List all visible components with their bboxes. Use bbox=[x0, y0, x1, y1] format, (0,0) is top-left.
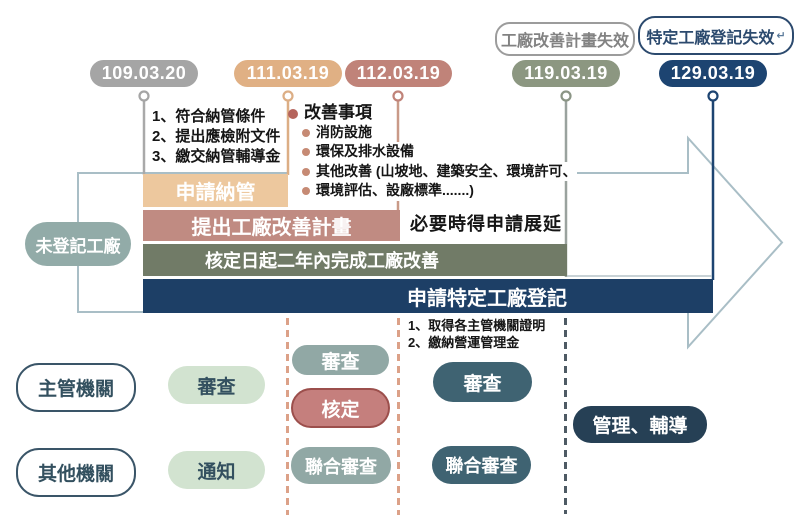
apply-condition-3: 3、繳交納管輔導金 bbox=[152, 148, 281, 165]
return-arrow-icon: ↵ bbox=[776, 30, 786, 42]
apply-condition-1: 1、符合納管條件 bbox=[152, 108, 266, 125]
date-129-03-19: 129.03.19 bbox=[659, 60, 767, 87]
date-112-03-19: 112.03.19 bbox=[345, 60, 452, 87]
other-joint-review-1-pill: 聯合審查 bbox=[291, 447, 391, 484]
improvement-title: 改善事項 bbox=[304, 103, 372, 123]
improvement-item-1: 消防設施 bbox=[316, 122, 372, 142]
management-guidance-pill: 管理、輔導 bbox=[573, 406, 707, 443]
bar-apply-nag: 申請納管 bbox=[143, 174, 288, 207]
authority-review-3-pill: 審查 bbox=[433, 362, 532, 402]
date-119-03-19: 119.03.19 bbox=[512, 60, 620, 87]
bullet-icon bbox=[302, 128, 310, 137]
other-agency-row-label: 其他機關 bbox=[16, 448, 136, 497]
date-109-03-20: 109.03.20 bbox=[90, 60, 198, 87]
bar-improvement-plan: 提出工廠改善計畫 bbox=[143, 210, 400, 241]
registration-requirement-1: 1、取得各主管機關證明 bbox=[408, 318, 546, 333]
registration-requirements-note: 1、取得各主管機關證明 2、繳納營運管理金 bbox=[408, 317, 545, 351]
authority-approve-pill: 核定 bbox=[291, 388, 390, 428]
improvement-item-4: 環境評估、設廠標準.......) bbox=[316, 181, 474, 201]
registration-requirement-2: 2、繳納營運管理金 bbox=[408, 335, 520, 350]
divider-dashed-1 bbox=[286, 318, 289, 515]
unregistered-factory-pill: 未登記工廠 bbox=[25, 222, 131, 266]
plan-expiry-label: 工廠改善計畫失效 bbox=[495, 22, 635, 56]
apply-conditions-note: 1、符合納管條件 2、提出應檢附文件 3、繳交納管輔導金 bbox=[152, 107, 280, 167]
authority-review-1-pill: 審查 bbox=[168, 366, 265, 404]
other-notify-pill: 通知 bbox=[168, 451, 265, 489]
improvement-item-3: 其他改善 (山坡地、建築安全、環境許可、 bbox=[316, 161, 577, 181]
authority-review-2-pill: 審查 bbox=[292, 345, 389, 375]
extension-note: 必要時得申請展延 bbox=[410, 214, 562, 234]
improvement-items-list: 改善事項 消防設施 環保及排水設備 其他改善 (山坡地、建築安全、環境許可、 環… bbox=[288, 103, 577, 201]
divider-dashed-2 bbox=[397, 318, 400, 515]
registration-expiry-text: 特定工廠登記失效 bbox=[646, 29, 775, 47]
bullet-icon bbox=[302, 167, 310, 176]
divider-dashed-3 bbox=[564, 318, 567, 514]
authority-row-label: 主管機關 bbox=[16, 363, 136, 412]
bar-specific-registration: 申請特定工廠登記 bbox=[143, 279, 713, 313]
registration-expiry-label: 特定工廠登記失效 ↵ bbox=[638, 16, 794, 55]
date-111-03-19: 111.03.19 bbox=[234, 60, 342, 87]
plan-expiry-text: 工廠改善計畫失效 bbox=[500, 33, 629, 50]
bar-complete-improvement: 核定日起二年內完成工廠改善 bbox=[143, 244, 567, 276]
bullet-icon bbox=[302, 187, 310, 195]
bullet-icon bbox=[288, 109, 298, 119]
other-joint-review-2-pill: 聯合審查 bbox=[432, 446, 531, 484]
bullet-icon bbox=[302, 148, 310, 156]
apply-condition-2: 2、提出應檢附文件 bbox=[152, 128, 281, 145]
improvement-item-2: 環保及排水設備 bbox=[316, 142, 414, 162]
